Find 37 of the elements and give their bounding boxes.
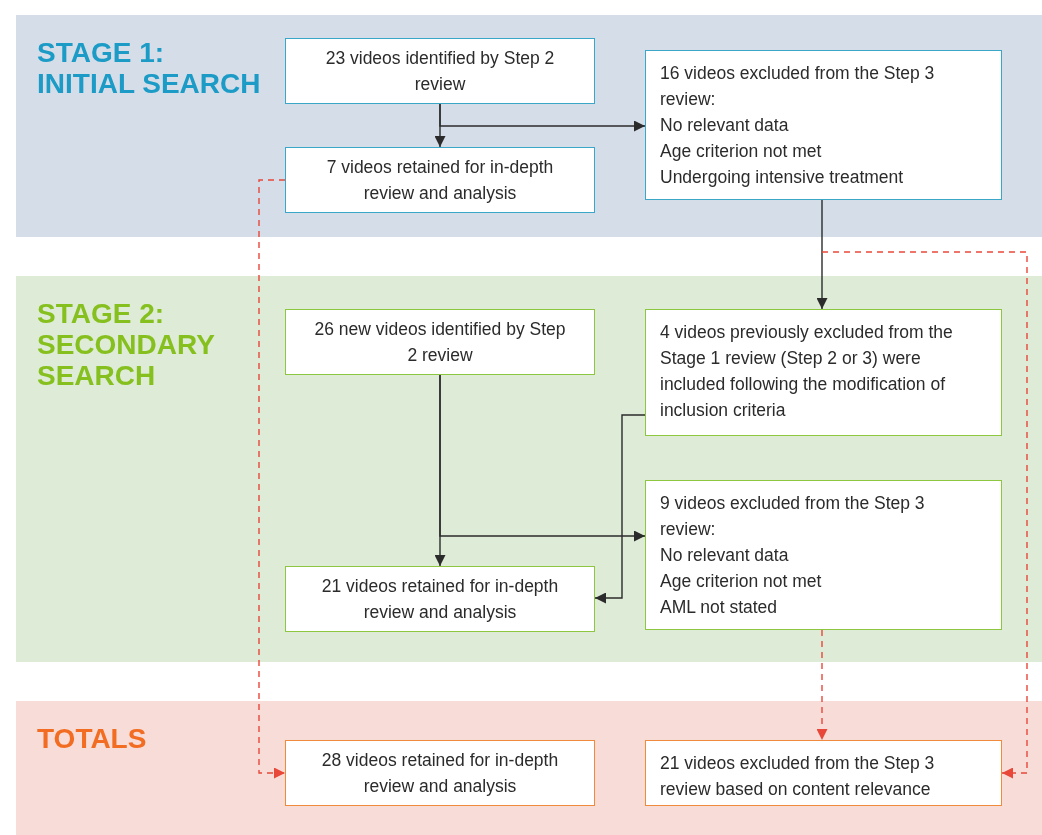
arrow: [816, 199, 828, 310]
stage-band: [16, 701, 1042, 835]
exclusion-box: [645, 480, 1002, 630]
criterion-text: AML not stated: [660, 596, 779, 619]
box-text: 9 videos excluded from the Step 3 review:: [660, 492, 926, 541]
box-text: 7 videos retained for in-depth review and analysis: [325, 156, 555, 205]
criterion-text: Age criterion not met: [660, 570, 823, 593]
box-text: 16 videos excluded from the Step 3 review:: [660, 62, 936, 111]
exclusion-box: [645, 740, 1002, 806]
box-text: 28 videos retained for in-depth review and analysis: [320, 749, 560, 798]
process-box: [285, 309, 595, 375]
stage-heading: TOTALS: [37, 723, 148, 754]
process-box: [285, 566, 595, 632]
arrow: [821, 251, 1028, 779]
criterion-text: No relevant data: [660, 114, 790, 137]
criterion-text: Age criterion not met: [660, 140, 823, 163]
arrow: [439, 103, 646, 132]
exclusion-box: [645, 309, 1002, 436]
box-text: 26 new videos identified by Step 2 review: [313, 318, 567, 367]
stage-band: [16, 15, 1042, 237]
process-box: [285, 740, 595, 806]
box-text: 21 videos retained for in-depth review and analysis: [320, 575, 560, 624]
process-box: [285, 147, 595, 213]
arrow: [439, 374, 646, 542]
process-box: [285, 38, 595, 104]
stage-heading: STAGE 2: SECONDARY SEARCH: [37, 298, 216, 391]
stage-band: [16, 276, 1042, 662]
stage-heading: STAGE 1: INITIAL SEARCH: [37, 37, 262, 99]
exclusion-box: [645, 50, 1002, 200]
criterion-text: No relevant data: [660, 544, 790, 567]
box-text: 21 videos excluded from the Step 3 review based on content relevance: [660, 752, 936, 801]
criterion-text: Undergoing intensive treatment: [660, 166, 905, 189]
arrow: [258, 179, 286, 779]
arrow: [594, 414, 646, 604]
box-text: 23 videos identified by Step 2 review: [324, 47, 556, 96]
box-text: 4 videos previously excluded from the Stage 1 review (Step 2 or 3) were included following the modification of inclusion criteria: [660, 321, 954, 422]
arrow: [816, 629, 828, 741]
